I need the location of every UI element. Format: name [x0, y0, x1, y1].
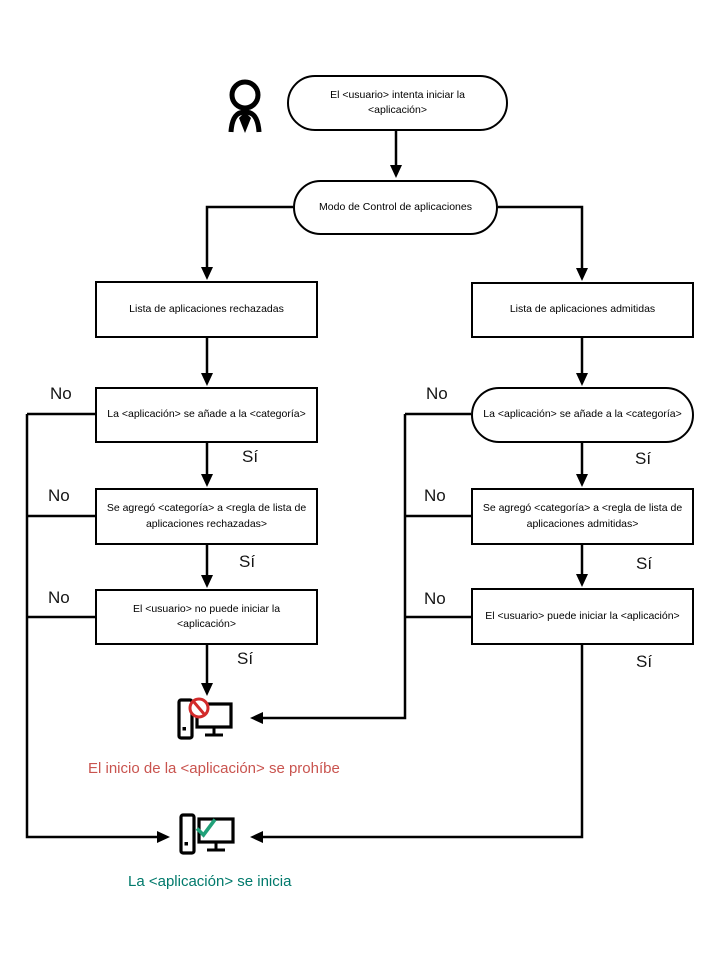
- node-deny-result: El <usuario> no puede iniciar la <aplica…: [95, 589, 318, 645]
- blocked-computer-icon: [177, 697, 233, 740]
- user-icon: [228, 79, 262, 133]
- arrowheads: [157, 165, 588, 843]
- label-no: No: [50, 384, 72, 403]
- node-application-control-mode: Modo de Control de aplicaciones: [293, 180, 498, 235]
- label-si: Sí: [636, 652, 653, 671]
- label-si: Sí: [242, 447, 259, 466]
- prohibition-icon: [188, 697, 210, 719]
- node-deny-rule-check: Se agregó <categoría> a <regla de lista …: [95, 488, 318, 545]
- node-allowlist: Lista de aplicaciones admitidas: [471, 282, 694, 338]
- allowed-computer-icon: [179, 813, 235, 855]
- node-allow-result: El <usuario> puede iniciar la <aplicació…: [471, 588, 694, 645]
- node-start: El <usuario> intenta iniciar la <aplicac…: [287, 75, 508, 131]
- label-no: No: [424, 589, 446, 608]
- label-si: Sí: [239, 552, 256, 571]
- blocked-result-text: El inicio de la <aplicación> se prohíbe: [88, 760, 340, 777]
- label-no: No: [424, 486, 446, 505]
- started-result-text: La <aplicación> se inicia: [128, 873, 292, 890]
- check-icon: [195, 818, 217, 838]
- flow-arrows: [25, 131, 584, 839]
- label-si: Sí: [635, 449, 652, 468]
- node-allow-category-check: La <aplicación> se añade a la <categoría…: [471, 387, 694, 443]
- label-si: Sí: [237, 649, 254, 668]
- label-no: No: [426, 384, 448, 403]
- node-denylist: Lista de aplicaciones rechazadas: [95, 281, 318, 338]
- label-si: Sí: [636, 554, 653, 573]
- label-no: No: [48, 588, 70, 607]
- node-allow-rule-check: Se agregó <categoría> a <regla de lista …: [471, 488, 694, 545]
- node-deny-category-check: La <aplicación> se añade a la <categoría…: [95, 387, 318, 443]
- label-no: No: [48, 486, 70, 505]
